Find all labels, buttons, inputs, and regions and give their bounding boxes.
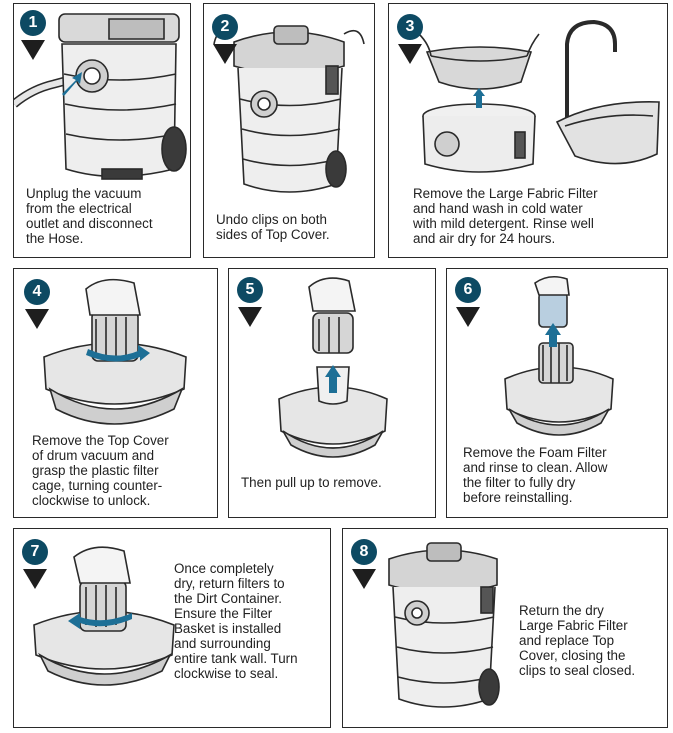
step-4-panel: 4 Remove the Top Cover of drum vacuum an… xyxy=(13,268,218,518)
down-triangle-icon xyxy=(23,569,47,589)
down-triangle-icon xyxy=(238,307,262,327)
step-6-badge: 6 xyxy=(455,277,481,327)
step-7-badge: 7 xyxy=(22,539,48,589)
step-4-text: Remove the Top Cover of drum vacuum and … xyxy=(32,433,169,508)
step-number: 5 xyxy=(237,277,263,303)
down-triangle-icon xyxy=(456,307,480,327)
down-triangle-icon xyxy=(25,309,49,329)
step-7-text: Once completely dry, return filters to t… xyxy=(174,561,298,681)
step-4-illustration xyxy=(43,278,187,425)
step-2-badge: 2 xyxy=(212,14,238,64)
step-number: 4 xyxy=(24,279,50,305)
step-6-panel: 6 Remove the Foam Filter and rinse to cl… xyxy=(446,268,668,518)
step-7-panel: 7 Once completely dry, return filters to… xyxy=(13,528,331,728)
step-2-panel: 2 Undo clips on both sides of Top Cover. xyxy=(203,3,375,258)
step-8-illustration xyxy=(388,542,500,708)
step-number: 8 xyxy=(351,539,377,565)
step-1-badge: 1 xyxy=(20,10,46,60)
step-8-badge: 8 xyxy=(351,539,377,589)
step-4-badge: 4 xyxy=(24,279,50,329)
step-number: 6 xyxy=(455,277,481,303)
down-triangle-icon xyxy=(398,44,422,64)
step-2-illustration xyxy=(213,25,365,193)
step-3-illustration xyxy=(418,19,660,173)
step-8-text: Return the dry Large Fabric Filter and r… xyxy=(519,603,636,678)
down-triangle-icon xyxy=(352,569,376,589)
step-3-text: Remove the Large Fabric Filter and hand … xyxy=(413,186,598,246)
step-1-text: Unplug the vacuum from the electrical ou… xyxy=(26,186,153,246)
step-1-illustration xyxy=(14,13,187,180)
step-number: 1 xyxy=(20,10,46,36)
step-6-text: Remove the Foam Filter and rinse to clea… xyxy=(463,445,608,505)
step-8-panel: 8 Return the dry Large Fabric Filter and… xyxy=(342,528,668,728)
step-number: 2 xyxy=(212,14,238,40)
step-3-panel: 3 Remove the Large Fabric Filter and han… xyxy=(388,3,668,258)
step-5-panel: 5 Then pull up to remove. xyxy=(228,268,436,518)
step-number: 7 xyxy=(22,539,48,565)
step-5-badge: 5 xyxy=(237,277,263,327)
step-5-text: Then pull up to remove. xyxy=(241,475,382,490)
down-triangle-icon xyxy=(21,40,45,60)
down-triangle-icon xyxy=(213,44,237,64)
step-number: 3 xyxy=(397,14,423,40)
step-5-illustration xyxy=(278,277,388,458)
step-7-illustration xyxy=(33,546,175,686)
step-2-text: Undo clips on both sides of Top Cover. xyxy=(216,212,330,242)
step-6-illustration xyxy=(504,275,614,436)
step-3-badge: 3 xyxy=(397,14,423,64)
step-1-panel: 1 Unplug the vacuum from the electrical … xyxy=(13,3,191,258)
